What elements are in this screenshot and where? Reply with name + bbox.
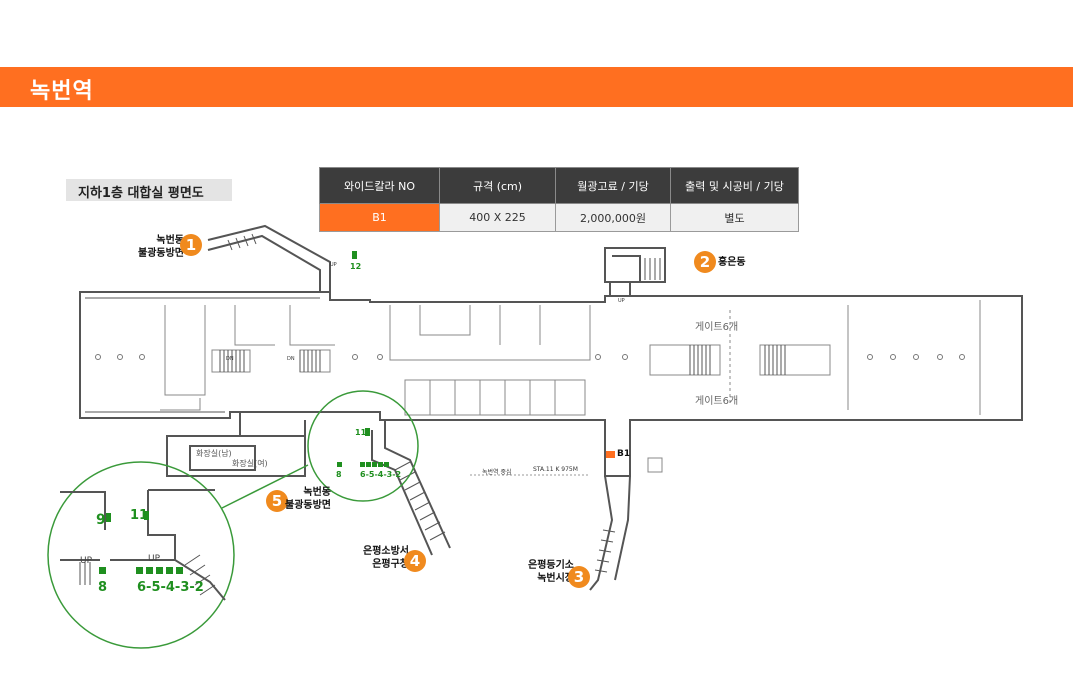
exit-2-label: 홍은동 <box>718 257 746 268</box>
exit-4-label: 은평소방서 은평구청 <box>363 546 409 570</box>
dn-label-right: DN <box>287 356 295 362</box>
restroom-male: 화장실(남) <box>196 449 232 458</box>
middle-shops <box>389 305 591 416</box>
spec-table: 와이드칼라 NO 규격 (cm) 월광고료 / 기당 출력 및 시공비 / 기당… <box>319 167 799 232</box>
spec-table-row: B1 400 X 225 2,000,000원 별도 <box>319 203 799 232</box>
exit-5-badge: 5 <box>266 490 288 512</box>
page-title: 녹번역 <box>30 79 94 104</box>
restroom-female: 화장실(여) <box>232 459 268 468</box>
up-label-exit2: UP <box>618 298 625 304</box>
gate-label-bottom: 게이트6개 <box>695 396 739 407</box>
columns <box>95 354 965 360</box>
spec-cell-install: 별도 <box>670 203 799 232</box>
exit-1-label: 녹번동 불광동방면 <box>138 235 184 259</box>
zoom-up-label: UP <box>148 554 161 564</box>
panel-numbers-row: 6-5-4-3-2 <box>360 470 402 479</box>
panel-number-8: 8 <box>336 470 342 479</box>
exit-3-badge: 3 <box>568 566 590 588</box>
zoom-detail-stairs <box>79 554 216 596</box>
zoom-panel-row: 6-5-4-3-2 <box>137 580 204 595</box>
title-bar: 녹번역 <box>0 67 1073 107</box>
zoom-detail-panels <box>99 511 183 574</box>
exit-4-badge: 4 <box>404 550 426 572</box>
spec-header-fee: 월광고료 / 기당 <box>555 167 671 204</box>
exit-1-badge: 1 <box>180 234 202 256</box>
dn-label-left: DN <box>226 356 234 362</box>
zoom-detail-structure <box>60 489 226 601</box>
spec-cell-no: B1 <box>319 203 440 232</box>
exit-2-badge: 2 <box>694 251 716 273</box>
exit-3-label: 은평등기소 녹번시장 <box>528 560 574 584</box>
b1-ad-label: B1 <box>617 449 631 459</box>
right-rooms <box>647 300 981 473</box>
floor-plan-label: 지하1층 대합실 평면도 <box>66 179 232 201</box>
station-center-note: 녹번역 중심 <box>482 469 512 476</box>
zoom-detail-circle <box>47 461 235 649</box>
spec-cell-fee: 2,000,000원 <box>555 203 671 232</box>
zoom-panel-11: 11 <box>130 508 149 523</box>
zoom-source-circle <box>307 390 419 502</box>
panel-number-11: 11 <box>355 428 367 437</box>
spec-header-install: 출력 및 시공비 / 기당 <box>670 167 799 204</box>
spec-table-header-row: 와이드칼라 NO 규격 (cm) 월광고료 / 기당 출력 및 시공비 / 기당 <box>319 167 799 204</box>
b1-ad-marker <box>606 451 615 458</box>
stairs <box>219 233 786 573</box>
sta-note: STA.11 K 975M <box>533 466 578 473</box>
zoom-panel-9: 9 <box>96 512 106 528</box>
spec-header-size: 규격 (cm) <box>439 167 556 204</box>
spec-header-no: 와이드칼라 NO <box>319 167 440 204</box>
zoom-panel-8: 8 <box>98 580 108 595</box>
exit-5-label: 녹번동 불광동방면 <box>285 487 331 511</box>
gate-label-top: 게이트6개 <box>695 322 739 333</box>
ad-panels <box>337 251 389 467</box>
concourse-outline <box>79 224 1023 591</box>
zoom-connector <box>221 464 309 509</box>
spec-cell-size: 400 X 225 <box>439 203 556 232</box>
zoom-up-label-left: UP <box>80 556 93 566</box>
panel-number-12: 12 <box>350 262 362 271</box>
up-label-exit1: UP <box>330 262 337 268</box>
left-rooms <box>160 305 335 411</box>
